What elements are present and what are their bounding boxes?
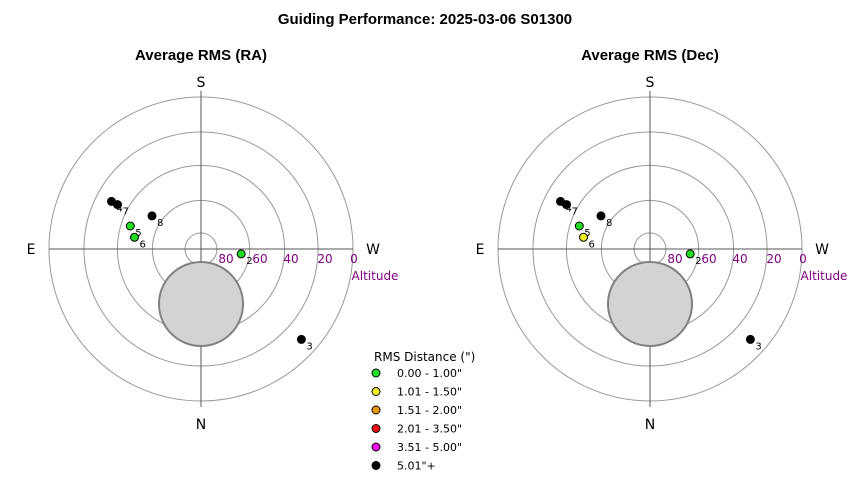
data-point-label-3: 3 xyxy=(755,341,761,352)
legend-swatch xyxy=(371,405,381,415)
legend-label: 1.51 - 2.00" xyxy=(397,404,462,417)
data-point-2 xyxy=(236,249,246,259)
compass-right: W xyxy=(366,242,380,258)
data-point-label-5: 5 xyxy=(584,228,590,239)
data-point-7 xyxy=(113,200,122,210)
data-point-8 xyxy=(147,211,157,221)
legend-label: 3.51 - 5.00" xyxy=(397,441,462,454)
data-point-3 xyxy=(296,334,306,344)
data-point-label-7: 7 xyxy=(572,207,578,218)
data-point-5 xyxy=(125,221,135,231)
altitude-tick-label: 40 xyxy=(283,252,298,266)
data-point-label-8: 8 xyxy=(606,218,612,229)
data-point-label-5: 5 xyxy=(135,228,141,239)
compass-left: E xyxy=(476,242,485,258)
altitude-tick-label: 20 xyxy=(317,252,332,266)
data-point-label-6: 6 xyxy=(140,239,146,250)
legend-label: 0.00 - 1.00" xyxy=(397,367,462,380)
legend-label: 1.01 - 1.50" xyxy=(397,386,462,399)
data-point-7 xyxy=(562,200,571,210)
data-point-6 xyxy=(579,232,588,242)
compass-bottom: N xyxy=(645,417,655,433)
compass-top: S xyxy=(197,75,206,91)
compass-top: S xyxy=(646,75,655,91)
altitude-tick-label: 0 xyxy=(350,252,358,266)
legend-label: 5.01"+ xyxy=(397,460,436,473)
legend-swatch xyxy=(371,368,381,378)
data-point-8 xyxy=(596,211,606,221)
legend-swatch xyxy=(371,387,381,396)
legend-swatch xyxy=(371,442,381,452)
altitude-tick-label: 40 xyxy=(732,252,747,266)
data-point-label-6: 6 xyxy=(589,239,595,250)
compass-right: W xyxy=(815,242,829,258)
altitude-tick-label: 0 xyxy=(799,252,807,266)
legend-swatch xyxy=(371,461,381,470)
legend: RMS Distance (") 0.00 - 1.00" 1.01 - 1.50"… xyxy=(371,350,475,473)
altitude-axis-label: Altitude xyxy=(801,269,848,283)
altitude-tick-label: 80 xyxy=(218,252,233,266)
data-point-label-3: 3 xyxy=(306,341,312,352)
data-point-3 xyxy=(745,334,755,344)
chart-title: Guiding Performance: 2025-03-06 S01300 xyxy=(278,11,572,28)
altitude-tick-label: 60 xyxy=(701,252,716,266)
compass-left: E xyxy=(27,242,36,258)
legend-label: 2.01 - 3.50" xyxy=(397,423,462,436)
altitude-tick-label: 80 xyxy=(667,252,682,266)
data-point-label-8: 8 xyxy=(157,218,163,229)
data-point-label-2: 2 xyxy=(695,256,701,267)
data-point-label-4: 4 xyxy=(566,203,572,214)
data-point-label-7: 7 xyxy=(123,207,129,218)
data-point-2 xyxy=(685,249,695,259)
altitude-axis-label: Altitude xyxy=(352,269,399,283)
obstruction-mask xyxy=(158,261,244,347)
data-point-label-4: 4 xyxy=(117,203,123,214)
legend-swatch xyxy=(371,424,381,433)
compass-bottom: N xyxy=(196,417,206,433)
panel-title: Average RMS (RA) xyxy=(135,47,267,64)
legend-title: RMS Distance (") xyxy=(374,350,475,364)
data-point-6 xyxy=(130,232,139,242)
panel-title: Average RMS (Dec) xyxy=(581,47,719,64)
data-point-5 xyxy=(574,221,584,231)
obstruction-mask xyxy=(607,261,693,347)
altitude-tick-label: 60 xyxy=(252,252,267,266)
altitude-tick-label: 20 xyxy=(766,252,781,266)
data-point-label-2: 2 xyxy=(246,256,252,267)
